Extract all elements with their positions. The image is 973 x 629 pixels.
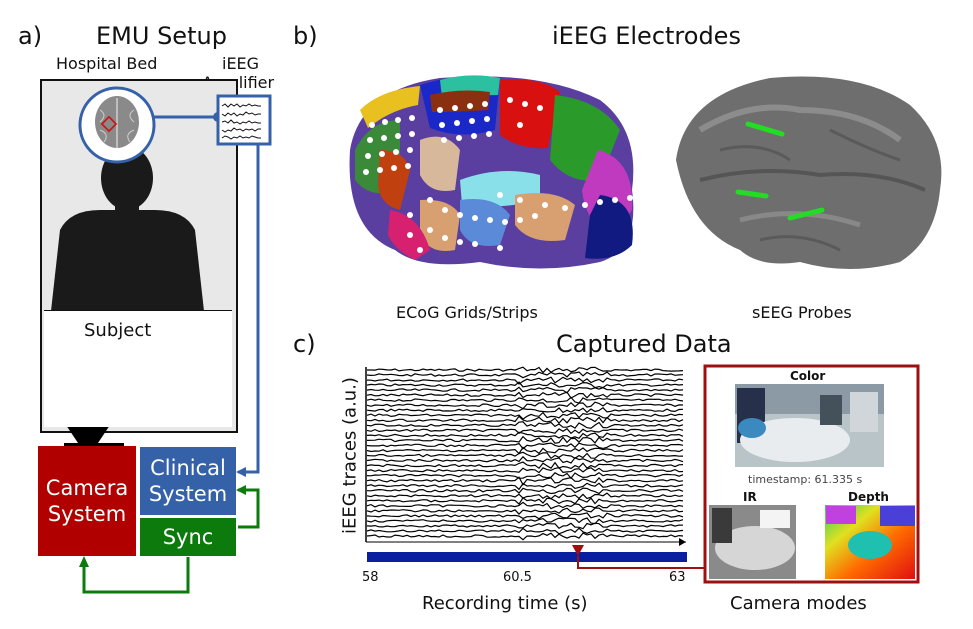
tick-mid: 60.5 bbox=[503, 570, 532, 585]
camera-system-label-2: System bbox=[47, 502, 127, 526]
camera-system-box: Camera System bbox=[38, 446, 136, 556]
eeg-trace bbox=[366, 391, 684, 399]
camera-modes-caption: Camera modes bbox=[730, 593, 867, 614]
depth-image bbox=[825, 505, 915, 579]
timeline-bar bbox=[367, 552, 687, 562]
eeg-trace bbox=[366, 522, 684, 530]
eeg-trace bbox=[366, 415, 684, 425]
panel-c-title: Captured Data bbox=[556, 330, 732, 358]
camera-system-label-1: Camera bbox=[45, 475, 129, 500]
clinical-system-label-2: System bbox=[148, 482, 228, 506]
seeg-brain-image bbox=[676, 76, 942, 269]
eeg-trace bbox=[366, 451, 684, 460]
eeg-trace bbox=[366, 527, 684, 535]
panel-a-title: EMU Setup bbox=[96, 22, 227, 50]
electrode-grid-icon bbox=[100, 115, 118, 133]
eeg-trace bbox=[366, 512, 684, 520]
eeg-trace bbox=[366, 497, 684, 506]
eeg-trace bbox=[366, 407, 684, 414]
amplifier-label-line1: iEEG bbox=[222, 54, 260, 73]
eeg-trace bbox=[367, 366, 684, 374]
eeg-trace bbox=[366, 492, 684, 500]
eeg-trace bbox=[366, 435, 684, 444]
traces-xlabel: Recording time (s) bbox=[422, 593, 588, 614]
eeg-trace bbox=[366, 482, 684, 491]
eeg-trace bbox=[366, 461, 684, 470]
eeg-traces bbox=[366, 366, 684, 541]
hospital-bed-label: Hospital Bed bbox=[56, 54, 158, 73]
eeg-trace bbox=[366, 471, 684, 480]
eeg-trace bbox=[366, 431, 684, 440]
eeg-trace bbox=[366, 371, 684, 379]
eeg-trace bbox=[366, 532, 684, 541]
subject-silhouette bbox=[50, 146, 205, 320]
eeg-trace bbox=[366, 442, 684, 450]
eeg-trace bbox=[366, 401, 684, 410]
panel-b-label: b) bbox=[293, 22, 318, 50]
depth-label: Depth bbox=[848, 490, 889, 504]
time-marker bbox=[572, 545, 584, 556]
eeg-trace bbox=[366, 467, 684, 474]
eeg-trace bbox=[366, 421, 684, 429]
eeg-trace bbox=[366, 411, 684, 420]
eeg-trace bbox=[366, 476, 684, 486]
color-image bbox=[735, 384, 884, 467]
eeg-trace bbox=[366, 507, 684, 515]
tick-start: 58 bbox=[362, 570, 379, 585]
sync-label: Sync bbox=[162, 524, 214, 549]
eeg-trace bbox=[366, 446, 684, 455]
eeg-trace bbox=[366, 427, 684, 435]
timestamp-label: timestamp: 61.335 s bbox=[748, 473, 863, 486]
ecog-brain-image bbox=[349, 75, 634, 269]
ecog-caption: ECoG Grids/Strips bbox=[396, 303, 538, 322]
seeg-caption: sEEG Probes bbox=[752, 303, 852, 322]
sync-box: Sync bbox=[140, 518, 236, 556]
amplifier-box bbox=[216, 94, 272, 146]
amplifier-traces-icon bbox=[221, 103, 261, 140]
ecog-electrode-dots bbox=[363, 97, 633, 253]
panel-a-label: a) bbox=[18, 22, 43, 50]
ir-label: IR bbox=[743, 490, 757, 504]
color-label: Color bbox=[790, 369, 826, 383]
eeg-trace bbox=[366, 396, 684, 404]
eeg-trace bbox=[366, 386, 684, 394]
eeg-trace bbox=[366, 487, 684, 495]
eeg-trace bbox=[366, 517, 684, 525]
tick-end: 63 bbox=[669, 570, 686, 585]
ir-image bbox=[709, 505, 796, 579]
eeg-trace bbox=[366, 376, 684, 385]
eeg-trace bbox=[366, 455, 684, 464]
clinical-system-box: Clinical System bbox=[140, 447, 236, 515]
eeg-trace bbox=[366, 501, 684, 510]
panel-b-title: iEEG Electrodes bbox=[552, 22, 741, 50]
panel-c-label: c) bbox=[293, 330, 316, 358]
seeg-probe-dots bbox=[735, 121, 825, 221]
eeg-trace bbox=[366, 381, 684, 389]
subject-label: Subject bbox=[84, 320, 152, 341]
clinical-system-label-1: Clinical bbox=[150, 455, 226, 480]
subject-box bbox=[44, 310, 232, 427]
